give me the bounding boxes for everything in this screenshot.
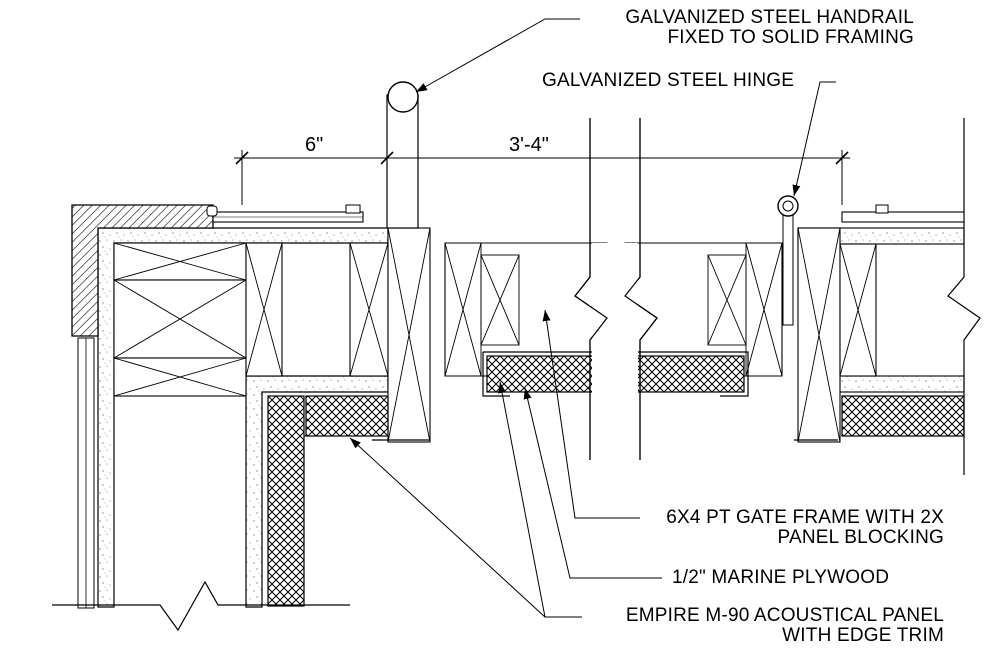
right-acoustical-panel <box>841 395 965 437</box>
acoustical-panel-left-vertical <box>267 395 305 607</box>
callout-gate-frame-line1: 6X4 PT GATE FRAME WITH 2X <box>666 507 944 528</box>
dimension-label-3ft4in: 3'-4" <box>509 134 549 156</box>
gate-acoustical-panel-right <box>624 355 745 393</box>
acoustical-panel-left-horizontal <box>305 395 389 437</box>
callout-gate-frame: 6X4 PT GATE FRAME WITH 2X PANEL BLOCKING <box>630 508 944 548</box>
callout-acoustical-panel: EMPIRE M-90 ACOUSTICAL PANEL WITH EDGE T… <box>590 606 944 646</box>
dimension-lines <box>234 150 850 205</box>
right-wall-assembly <box>777 118 981 475</box>
callout-gate-frame-line2: PANEL BLOCKING <box>777 526 944 548</box>
leader-lines <box>349 18 836 618</box>
left-wall-assembly <box>52 81 431 632</box>
callout-hinge: GALVANIZED STEEL HINGE <box>542 70 795 91</box>
callout-handrail-line2: FIXED TO SOLID FRAMING <box>667 26 914 48</box>
gate-assembly <box>444 118 783 460</box>
callout-acoustical-panel-line1: EMPIRE M-90 ACOUSTICAL PANEL <box>625 605 944 626</box>
callout-acoustical-panel-line2: WITH EDGE TRIM <box>782 624 944 646</box>
gate-acoustical-panel-left <box>486 355 608 393</box>
handrail-circle <box>387 81 419 113</box>
callout-handrail: GALVANIZED STEEL HANDRAIL FIXED TO SOLID… <box>592 8 914 48</box>
concrete-cap <box>71 204 214 337</box>
callout-plywood: 1/2" MARINE PLYWOOD <box>672 567 890 588</box>
callout-handrail-line1: GALVANIZED STEEL HANDRAIL <box>625 7 914 28</box>
dimension-label-6in: 6" <box>305 134 324 156</box>
